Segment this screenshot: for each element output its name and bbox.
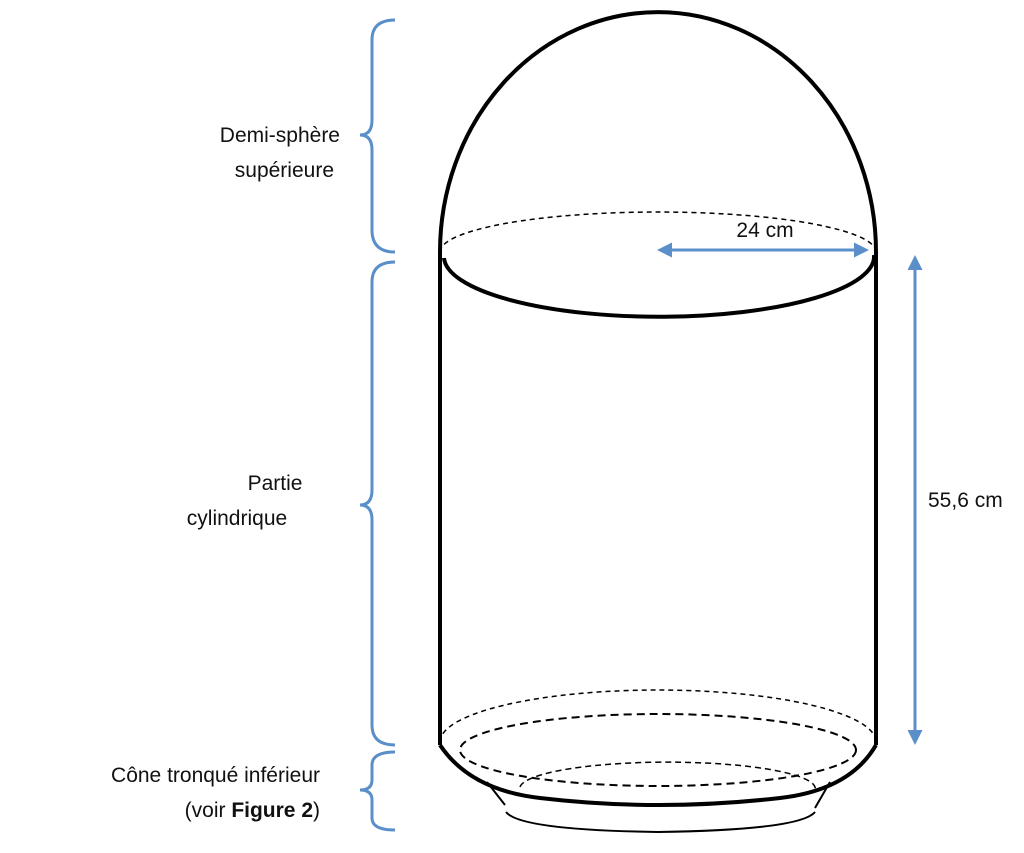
cone-brace: [359, 750, 396, 832]
bottom-front: [438, 743, 878, 807]
top-ellipse-back: [439, 211, 877, 253]
hemisphere-label-2: supérieure: [235, 159, 334, 182]
bottom-ellipse-back: [439, 689, 877, 743]
cone-top-back: [519, 761, 816, 791]
hemisphere-outline: [438, 10, 878, 253]
cone-bottom: [505, 811, 816, 834]
cone-label-2: (voir Figure 2): [185, 799, 320, 822]
top-ellipse-front: [442, 254, 877, 319]
inner-ellipse: [459, 713, 857, 787]
hemisphere-brace: [359, 18, 396, 254]
height-label: 55,6 cm: [928, 489, 1003, 512]
cylinder-label-1: Partie: [248, 472, 303, 495]
hemisphere-label-1: Demi-sphère: [220, 124, 340, 147]
cone-left: [486, 781, 506, 806]
radius-label: 24 cm: [736, 219, 793, 242]
cone-label-1: Cône tronqué inférieur: [111, 764, 320, 787]
cone-right: [814, 781, 831, 809]
cylinder-label-2: cylindrique: [187, 507, 287, 530]
cylinder-brace: [359, 260, 396, 747]
